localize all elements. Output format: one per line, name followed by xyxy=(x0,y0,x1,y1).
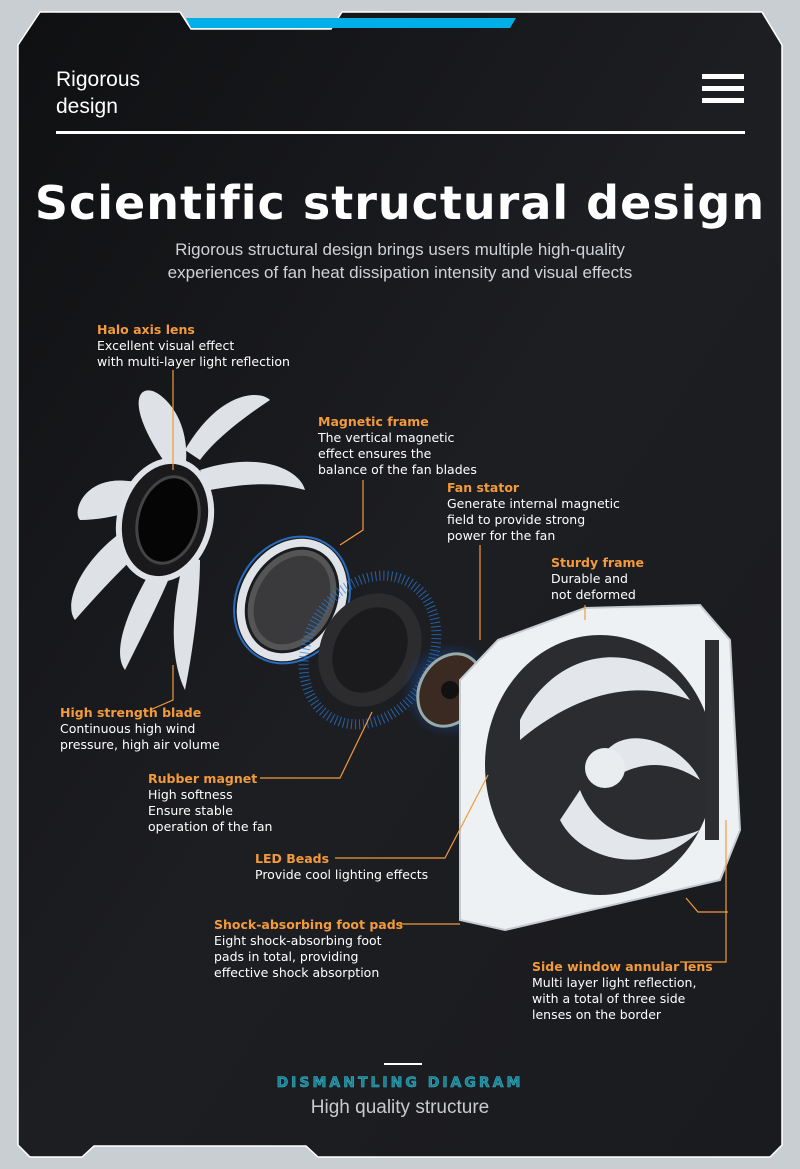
hamburger-icon[interactable] xyxy=(702,74,744,110)
section-label: Rigorous design xyxy=(56,68,141,118)
callout-title: Magnetic frame xyxy=(318,414,429,429)
callout-text: Provide cool lighting effects xyxy=(255,867,429,882)
callout-text: not deformed xyxy=(551,587,636,602)
callout-text: Ensure stable xyxy=(148,803,233,818)
callout-title: Rubber magnet xyxy=(148,771,258,786)
callout-text: power for the fan xyxy=(447,528,556,543)
callout-text: with a total of three side xyxy=(532,991,686,1006)
callout-text: with multi-layer light reflection xyxy=(97,354,290,369)
callout-text: Durable and xyxy=(551,571,628,586)
callout-text: The vertical magnetic xyxy=(318,430,455,445)
callout-title: Side window annular lens xyxy=(532,959,713,974)
callout-text: Generate internal magnetic xyxy=(447,496,620,511)
subtitle-line: experiences of fan heat dissipation inte… xyxy=(167,263,633,282)
callout-title: High strength blade xyxy=(60,705,202,720)
subtitle-line: Rigorous structural design brings users … xyxy=(175,240,625,259)
callout-text: Eight shock-absorbing foot xyxy=(214,933,382,948)
callout-text: effect ensures the xyxy=(318,446,432,461)
footer-label: DISMANTLING DIAGRAM xyxy=(276,1075,524,1092)
callout-text: pressure, high air volume xyxy=(60,737,220,752)
callout-title: Shock-absorbing foot pads xyxy=(214,917,404,932)
callout-text: operation of the fan xyxy=(148,819,273,834)
callout-title: LED Beads xyxy=(255,851,330,866)
footer-subtitle: High quality structure xyxy=(310,1097,490,1118)
page-title: Scientific structural design xyxy=(34,176,766,230)
footer-divider xyxy=(384,1063,422,1065)
callout-title: Fan stator xyxy=(447,480,520,495)
callout-text: balance of the fan blades xyxy=(318,462,477,477)
callout-text: Excellent visual effect xyxy=(97,338,235,353)
callout-text: effective shock absorption xyxy=(214,965,380,980)
callout-text: Multi layer light reflection, xyxy=(532,975,697,990)
callout-text: field to provide strong xyxy=(447,512,586,527)
page-subtitle: Rigorous structural design brings users … xyxy=(0,238,800,284)
callout-title: Halo axis lens xyxy=(97,322,195,337)
callout-text: High softness xyxy=(148,787,233,802)
callout-title: Sturdy frame xyxy=(551,555,645,570)
callout-text: Continuous high wind xyxy=(60,721,196,736)
divider xyxy=(56,131,745,134)
callout-text: lenses on the border xyxy=(532,1007,662,1022)
callout-text: pads in total, providing xyxy=(214,949,359,964)
